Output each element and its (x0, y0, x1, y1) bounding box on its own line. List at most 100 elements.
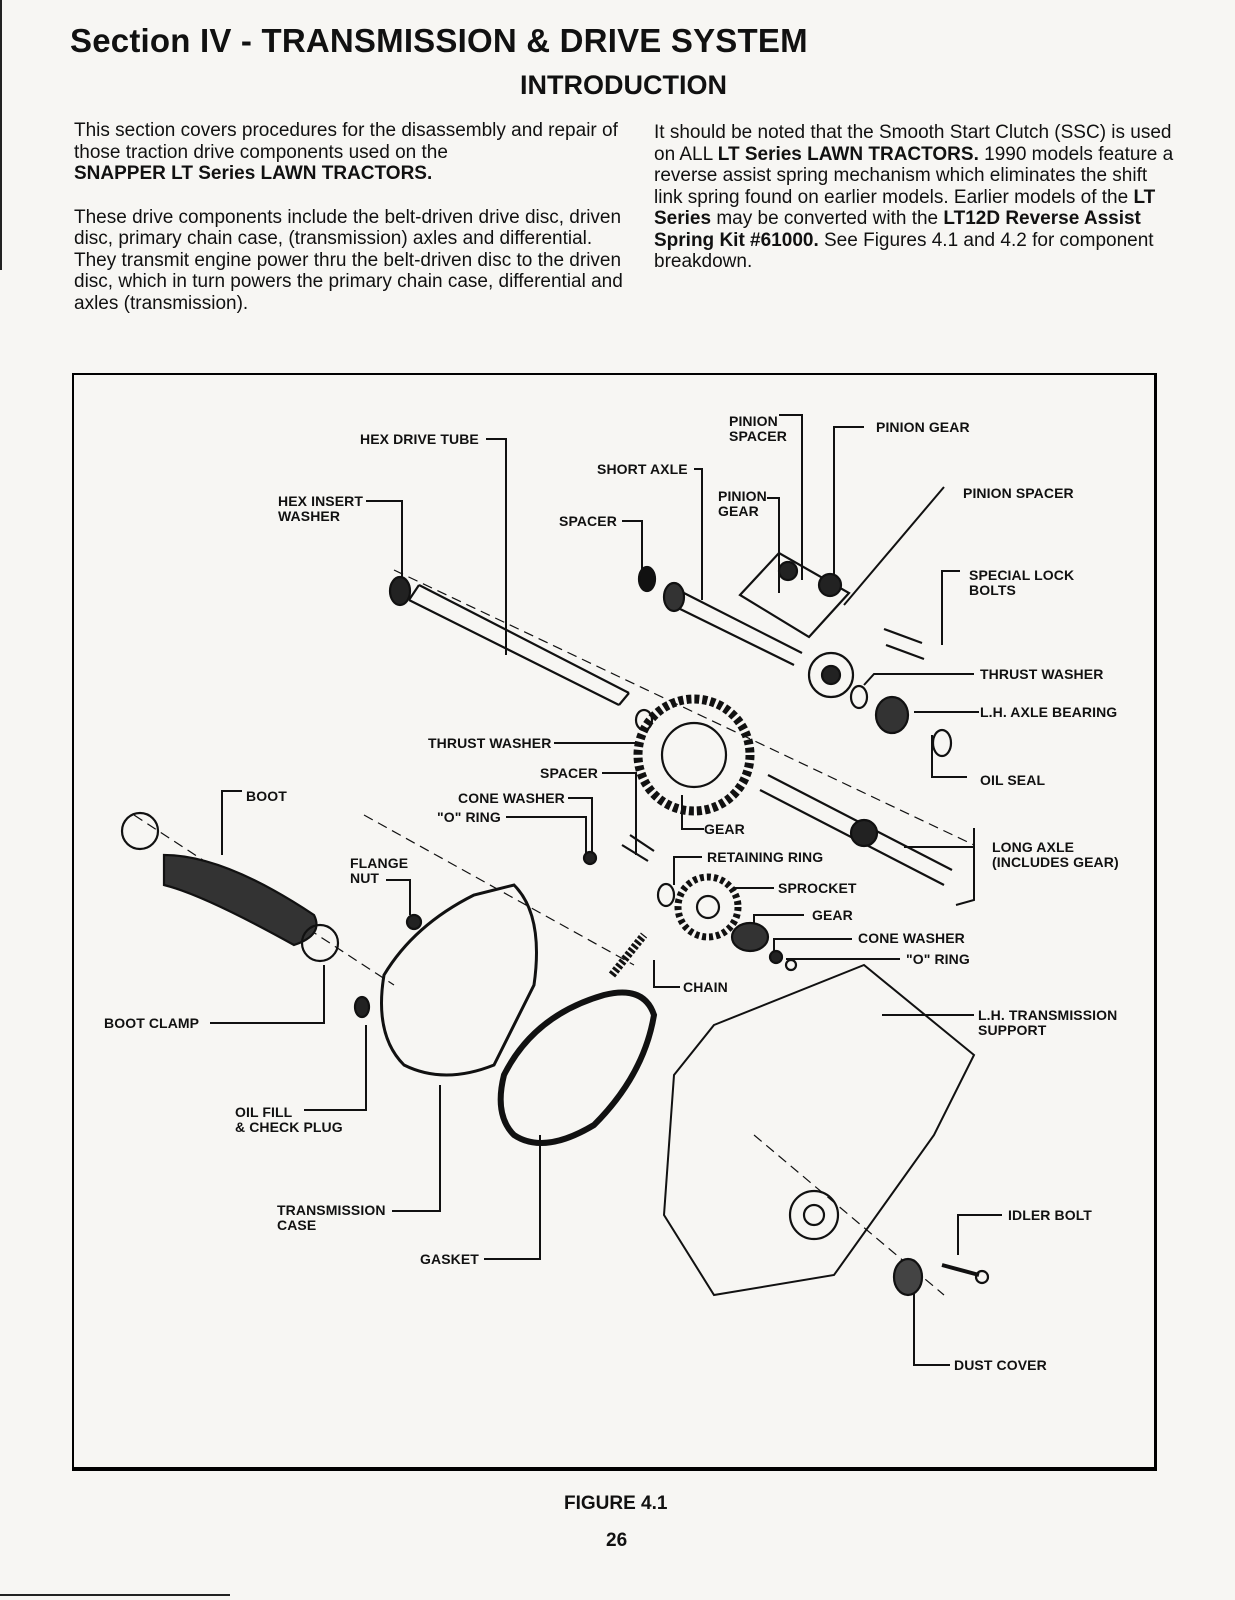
gear-lower-part (730, 921, 770, 953)
gasket-part (497, 989, 658, 1146)
leader-short-axle (694, 468, 703, 600)
boot-part (162, 853, 318, 947)
pinion-gear-part (777, 560, 799, 582)
leader-idler-bolt (957, 1214, 1002, 1255)
label-hex-insert-washer: HEX INSERT WASHER (278, 493, 364, 524)
intro-p1-text: This section covers procedures for the d… (74, 120, 618, 163)
pinion-housing (738, 551, 851, 639)
axis-line-main (393, 569, 975, 846)
boot-clamp-right (300, 923, 340, 963)
lock-bolts (883, 627, 925, 661)
label-transmission-case: TRANSMISSION CASE (277, 1202, 386, 1233)
intro-right-column: It should be noted that the Smooth Start… (654, 122, 1174, 295)
leader-hex-insert (366, 500, 403, 585)
leader-oil-seal (931, 735, 967, 778)
intro-p3-bold-c: LT12D Reverse Assist Spring Kit #61000. (654, 208, 1141, 251)
leader-boot-clamp (210, 965, 325, 1024)
label-o-ring-right: "O" RING (906, 951, 970, 967)
o-ring-r-part (784, 958, 798, 972)
left-edge-mark (0, 0, 2, 270)
intro-paragraph-2: These drive components include the belt-… (74, 206, 623, 314)
label-thrust-washer-right: THRUST WASHER (980, 666, 1104, 682)
flange-nut-part (405, 913, 423, 931)
differential-plate-inner (820, 664, 842, 686)
label-short-axle: SHORT AXLE (597, 461, 688, 477)
intro-p3-text-d: See Figures 4.1 and 4.2 for component br… (654, 229, 1154, 273)
bottom-edge-mark (0, 1594, 230, 1596)
short-axle (671, 590, 803, 666)
axis-line-boot (133, 814, 395, 986)
intro-left-column: This section covers procedures for the d… (74, 120, 624, 336)
leader-cone-l (568, 797, 593, 855)
leader-long-axle-bracket (955, 828, 975, 906)
label-boot-clamp: BOOT CLAMP (104, 1015, 200, 1031)
intro-p3-text-b: 1990 models feature a reverse assist spr… (654, 143, 1174, 208)
small-spacer (621, 834, 655, 862)
leader-spacer-mid (602, 772, 637, 855)
label-sprocket: SPROCKET (778, 880, 857, 896)
chain-part (608, 932, 648, 978)
label-chain: CHAIN (683, 979, 728, 995)
axle-bearing (874, 695, 910, 735)
differential-plate (807, 651, 855, 699)
thrust-washer-l (634, 708, 654, 732)
label-pinion-spacer-right: PINION SPACER (963, 485, 1074, 501)
transmission-case-part (380, 883, 538, 1077)
label-oil-seal: OIL SEAL (980, 772, 1046, 788)
page-number: 26 (606, 1530, 628, 1551)
idler-bolt-part (941, 1263, 980, 1277)
label-dust-cover: DUST COVER (954, 1357, 1047, 1373)
leader-trans-case (392, 1085, 441, 1212)
label-long-axle: LONG AXLE (INCLUDES GEAR) (992, 839, 1119, 870)
leader-cone-r (773, 938, 852, 955)
axis-line-lower (753, 1134, 945, 1296)
hex-insert-washer (388, 575, 412, 607)
label-spacer-top: SPACER (559, 513, 617, 529)
leader-pinion-gear-top (833, 426, 864, 580)
label-retaining-ring: RETAINING RING (707, 849, 824, 865)
label-gasket: GASKET (420, 1251, 479, 1267)
intro-p3-bold-a: LT Series LAWN TRACTORS. (717, 143, 979, 165)
label-spacer-mid: SPACER (540, 765, 598, 781)
long-axle-gear (849, 818, 879, 848)
oil-seal-part (931, 728, 953, 758)
figure-caption: FIGURE 4.1 (564, 1493, 668, 1514)
intro-p3-text-c: may be converted with the (711, 208, 944, 229)
label-boot: BOOT (246, 788, 287, 804)
leader-hex-drive-tube (486, 438, 507, 655)
hex-drive-tube (408, 584, 630, 706)
leader-flange (386, 879, 411, 915)
leader-lock-bolts (941, 570, 960, 645)
idler-bolt-head (974, 1269, 990, 1285)
intro-paragraph-1: This section covers procedures for the d… (74, 120, 624, 185)
leader-retaining (673, 856, 702, 885)
label-cone-washer-right: CONE WASHER (858, 930, 965, 946)
section-subtitle: INTRODUCTION (520, 70, 727, 100)
section-title: Section IV - TRANSMISSION & DRIVE SYSTEM (70, 22, 808, 59)
label-idler-bolt: IDLER BOLT (1008, 1207, 1092, 1223)
axis-line-case (363, 814, 635, 966)
label-hex-drive-tube: HEX DRIVE TUBE (360, 431, 479, 447)
label-lh-transmission-support: L.H. TRANSMISSION SUPPORT (978, 1007, 1118, 1038)
cone-washer-r-part (768, 949, 784, 965)
oil-plug-part (353, 995, 371, 1019)
leader-oil-fill (304, 1025, 367, 1111)
support-bearing (788, 1189, 840, 1241)
intro-paragraph-3: It should be noted that the Smooth Start… (654, 122, 1174, 273)
boot-clamp-left (120, 811, 160, 851)
support-bearing-inner (802, 1203, 826, 1227)
spacer-top (637, 565, 657, 593)
label-lh-axle-bearing: L.H. AXLE BEARING (980, 704, 1118, 720)
thrust-washer-r (849, 684, 869, 710)
label-flange-nut: FLANGE NUT (350, 855, 409, 886)
cone-washer-part (582, 850, 598, 866)
short-axle-end (662, 581, 686, 613)
label-o-ring-left: "O" RING (437, 809, 501, 825)
label-gear-center: GEAR (704, 821, 745, 837)
label-oil-fill: OIL FILL & CHECK PLUG (235, 1104, 343, 1135)
leader-pinion-spacer-r (843, 486, 945, 606)
label-special-lock-bolts: SPECIAL LOCK BOLTS (969, 567, 1075, 598)
label-gear-lower: GEAR (812, 907, 853, 923)
exploded-view-drawing (120, 414, 1002, 1366)
label-pinion-spacer-top: PINION SPACER (729, 413, 787, 444)
